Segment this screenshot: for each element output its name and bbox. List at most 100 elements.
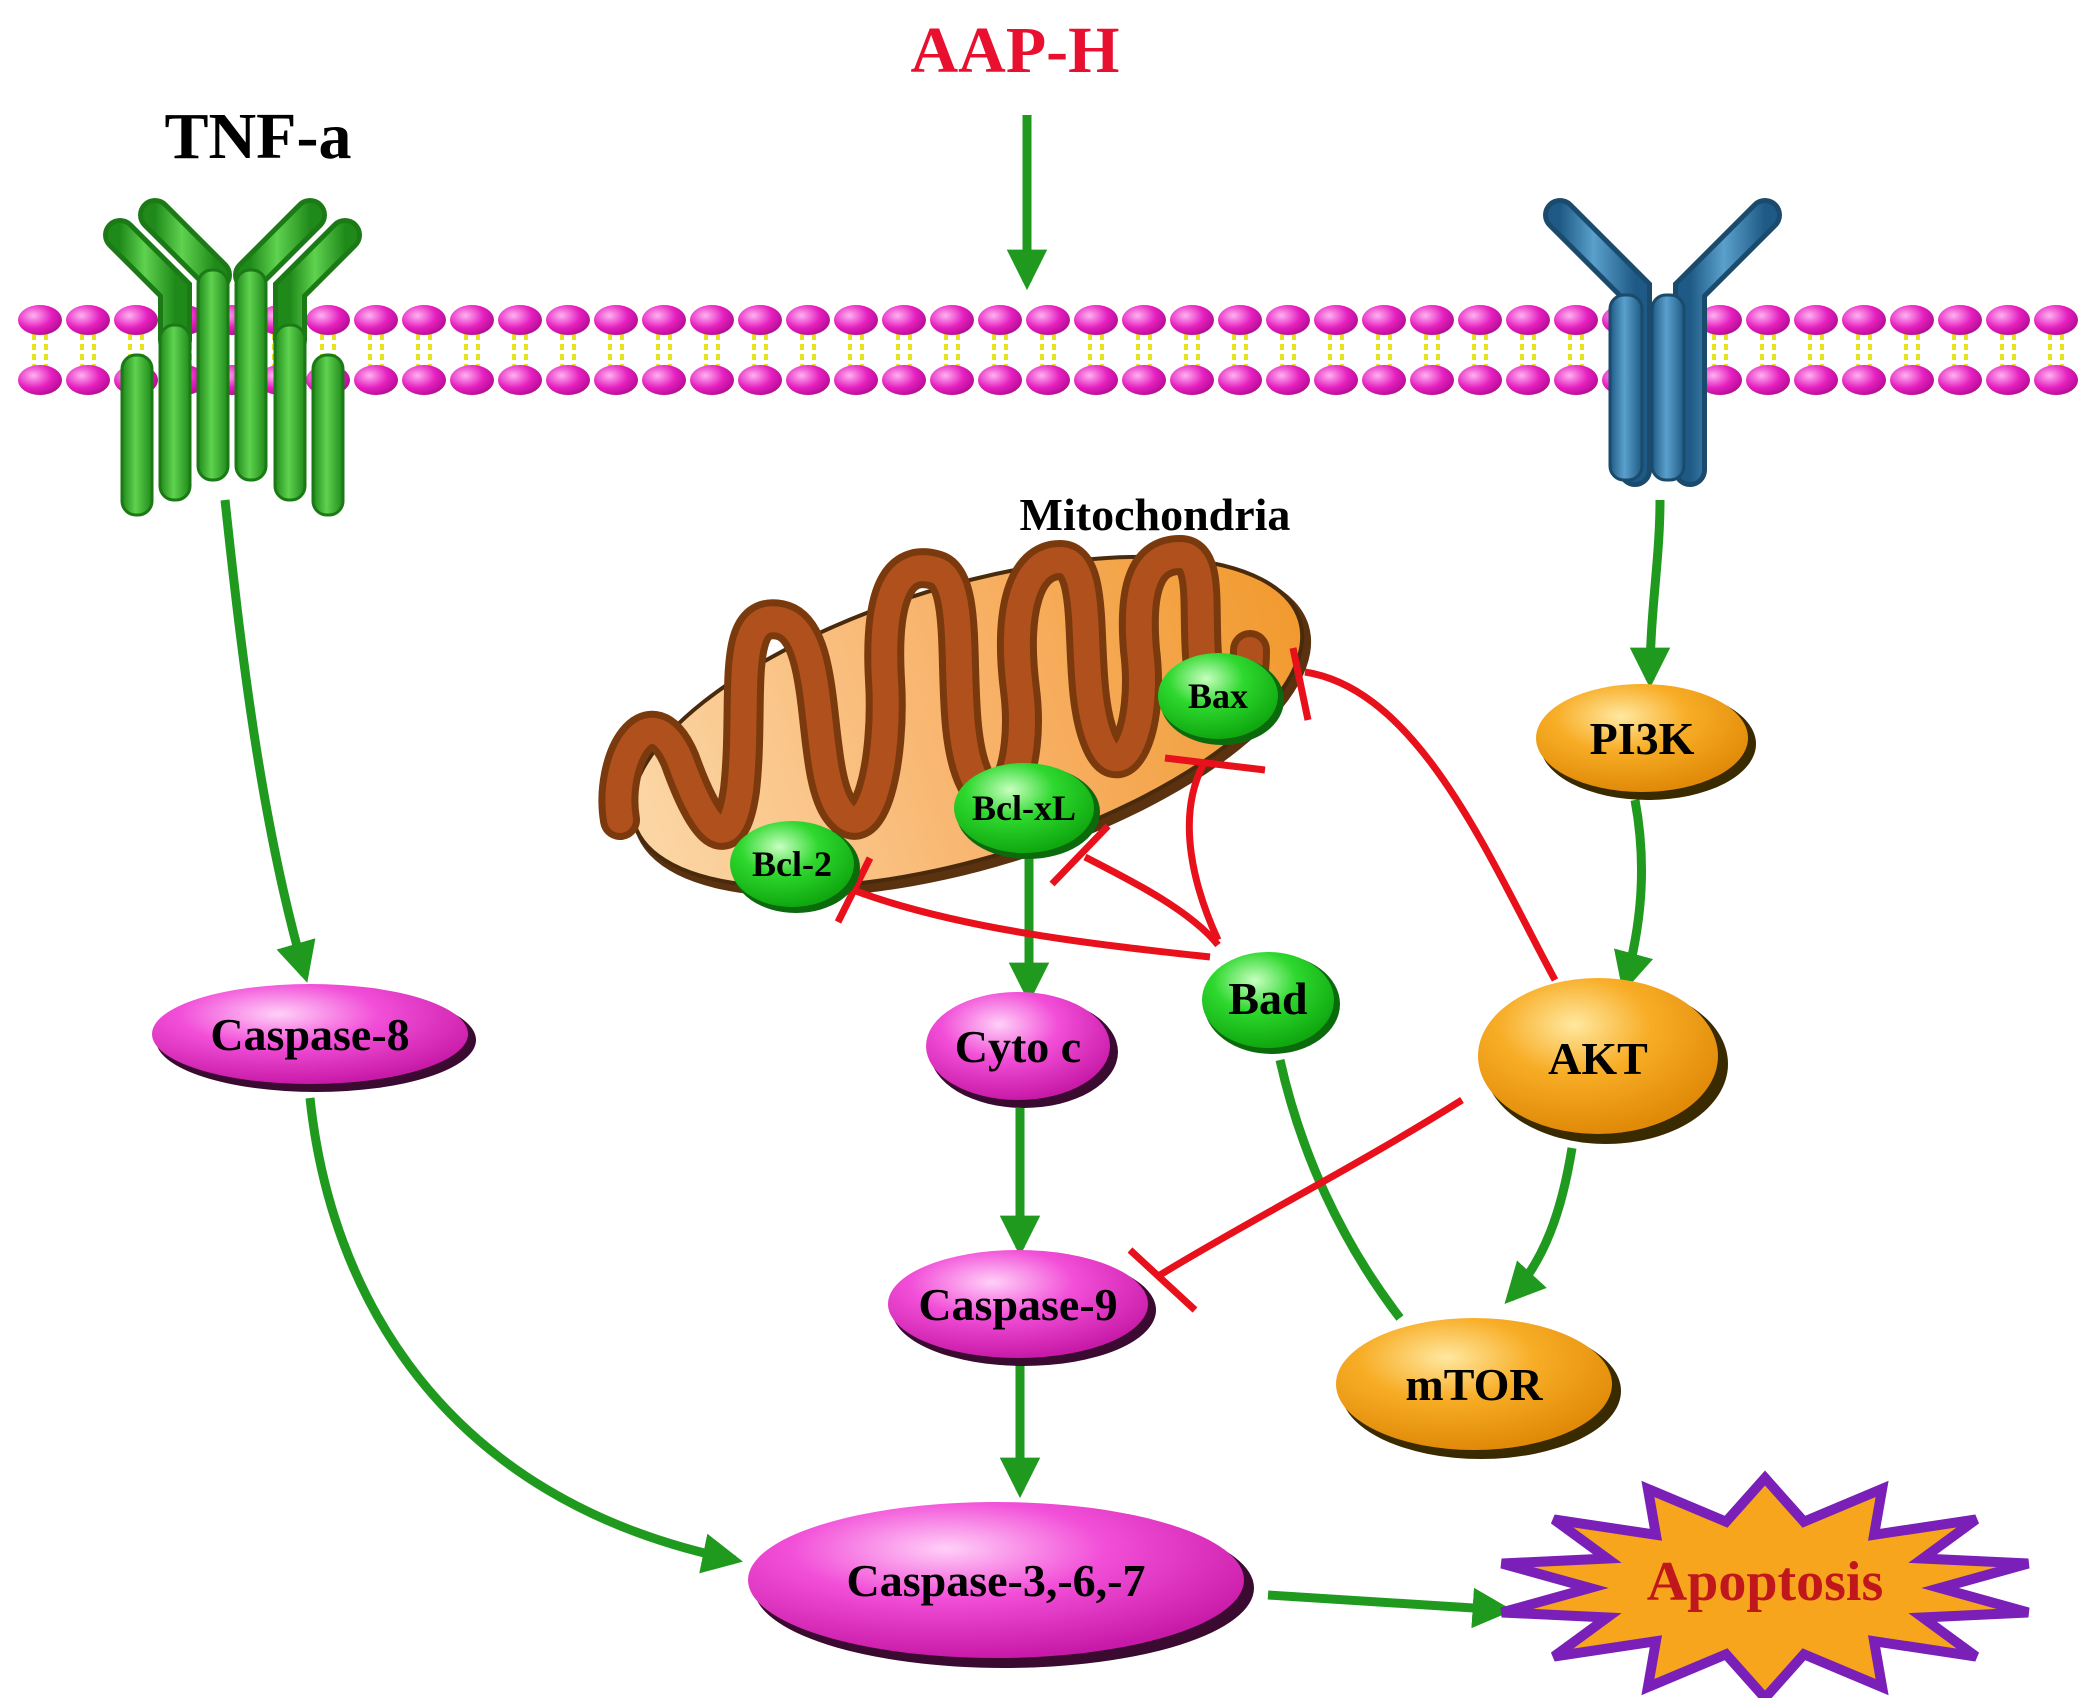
activation-arrows (220, 499, 1671, 1629)
tnf-receptor-icon (103, 198, 362, 517)
lipid-head (1122, 305, 1166, 335)
apoptosis-label: Apoptosis (1647, 1551, 1884, 1613)
lipid-head (1506, 305, 1550, 335)
lipid-head (1746, 365, 1790, 395)
lipid-head (690, 305, 734, 335)
mtor-label: mTOR (1405, 1359, 1543, 1410)
arrow-casp367-to-apoptosis (1267, 1587, 1514, 1629)
arrow-akt-to-mtor (1504, 1147, 1577, 1304)
casp367-label: Caspase-3,-6,-7 (847, 1555, 1146, 1606)
lipid-head (18, 365, 62, 395)
lipid-head (1218, 365, 1262, 395)
node-akt[interactable]: AKT (1478, 978, 1728, 1144)
inhibition-lines (834, 647, 1559, 1313)
lipid-head (1890, 305, 1934, 335)
arrow-pi3k-to-akt (1613, 799, 1654, 993)
lipid-head (498, 305, 542, 335)
lipid-head (546, 365, 590, 395)
lipid-head (1842, 305, 1886, 335)
node-bax[interactable]: Bax (1158, 653, 1284, 745)
lipid-head (1554, 365, 1598, 395)
arrow-casp8-to-casp367 (305, 1097, 743, 1574)
lipid-head (1890, 365, 1934, 395)
lipid-head (594, 305, 638, 335)
lipid-head (354, 365, 398, 395)
lipid-head (1554, 305, 1598, 335)
lipid-head (66, 365, 110, 395)
lipid-head (450, 305, 494, 335)
lipid-head (978, 365, 1022, 395)
node-casp367[interactable]: Caspase-3,-6,-7 (748, 1502, 1254, 1668)
node-pi3k[interactable]: PI3K (1536, 684, 1756, 800)
node-casp9[interactable]: Caspase-9 (888, 1250, 1156, 1366)
lipid-head (1842, 365, 1886, 395)
lipid-head (882, 365, 926, 395)
node-bad[interactable]: Bad (1202, 952, 1340, 1054)
lipid-head (354, 305, 398, 335)
lipid-head (1410, 305, 1454, 335)
lipid-head (1314, 305, 1358, 335)
lipid-head (1410, 365, 1454, 395)
lipid-head (1746, 305, 1790, 335)
lipid-head (546, 305, 590, 335)
lipid-head (930, 305, 974, 335)
lipid-head (1026, 365, 1070, 395)
node-cytoc[interactable]: Cyto c (926, 992, 1118, 1108)
lipid-head (594, 365, 638, 395)
bcl2-label: Bcl-2 (752, 844, 832, 884)
bad-label: Bad (1228, 973, 1308, 1024)
lipid-head (114, 305, 158, 335)
lipid-head (1986, 305, 2030, 335)
lipid-head (1266, 365, 1310, 395)
node-mtor[interactable]: mTOR (1336, 1318, 1621, 1459)
arrow-tnf-to-casp8 (220, 499, 316, 983)
inhib-bad-to-bax (1185, 763, 1222, 942)
lipid-head (66, 305, 110, 335)
lipid-head (1122, 365, 1166, 395)
lipid-head (1698, 305, 1742, 335)
lipid-head (1026, 305, 1070, 335)
lipid-head (2034, 305, 2078, 335)
node-bcl2[interactable]: Bcl-2 (730, 821, 860, 913)
lipid-head (690, 365, 734, 395)
casp8-label: Caspase-8 (210, 1009, 409, 1060)
lipid-head (786, 305, 830, 335)
mitochondria-label: Mitochondria (1020, 489, 1291, 540)
lipid-head (1170, 305, 1214, 335)
lipid-head (2034, 365, 2078, 395)
lipid-head (978, 305, 1022, 335)
lipid-head (1170, 365, 1214, 395)
aap-h-label: AAP-H (911, 14, 1120, 87)
node-casp8[interactable]: Caspase-8 (152, 984, 476, 1092)
node-bclxl[interactable]: Bcl-xL (954, 763, 1100, 859)
node-apoptosis[interactable]: Apoptosis (1500, 1470, 2030, 1698)
lipid-head (1218, 305, 1262, 335)
lipid-head (1074, 305, 1118, 335)
apoptosis-burst-icon (1500, 1470, 2030, 1698)
casp9-label: Caspase-9 (918, 1279, 1117, 1330)
lipid-head (738, 305, 782, 335)
inhib-bad-to-bcl2 (851, 886, 1211, 961)
lipid-head (1266, 305, 1310, 335)
lipid-head (738, 365, 782, 395)
akt-label: AKT (1548, 1033, 1648, 1084)
lipid-head (1986, 365, 2030, 395)
tnf-label: TNF-a (165, 100, 352, 173)
lipid-head (1458, 365, 1502, 395)
lipid-head (642, 365, 686, 395)
lipid-head (1362, 365, 1406, 395)
arrow-receptor-to-pi3k (1629, 499, 1671, 689)
line-mtor-to-bad (1275, 1059, 1404, 1321)
lipid-head (1362, 305, 1406, 335)
bclxl-label: Bcl-xL (972, 788, 1076, 828)
lipid-head (402, 305, 446, 335)
lipid-head (834, 365, 878, 395)
lipid-head (1794, 305, 1838, 335)
bax-label: Bax (1188, 676, 1248, 716)
cytoc-label: Cyto c (955, 1021, 1081, 1072)
lipid-head (1314, 365, 1358, 395)
lipid-head (1074, 365, 1118, 395)
lipid-head (1506, 365, 1550, 395)
